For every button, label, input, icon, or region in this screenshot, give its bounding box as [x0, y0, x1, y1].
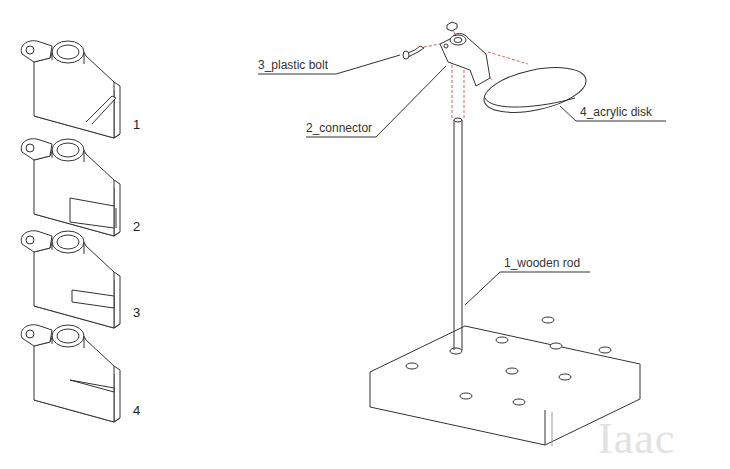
- part-label: 1_wooden rod: [504, 256, 580, 270]
- watermark: Iaac: [598, 416, 675, 462]
- callout-number: 1: [133, 118, 140, 132]
- leader-line: [258, 55, 666, 305]
- connector: [440, 34, 490, 87]
- callout-number: 4: [133, 404, 140, 418]
- part-label: 3_plastic bolt: [258, 58, 328, 72]
- wooden-rod: [454, 118, 462, 350]
- connector-variant: [21, 41, 120, 422]
- nut: [447, 22, 457, 31]
- acrylic-disk: [480, 60, 590, 121]
- callout-number: 3: [133, 306, 140, 320]
- part-label: 2_connector: [306, 121, 372, 135]
- callout-number: 2: [133, 220, 140, 234]
- plastic-bolt: [403, 46, 424, 59]
- part-label: 4_acrylic disk: [580, 105, 652, 119]
